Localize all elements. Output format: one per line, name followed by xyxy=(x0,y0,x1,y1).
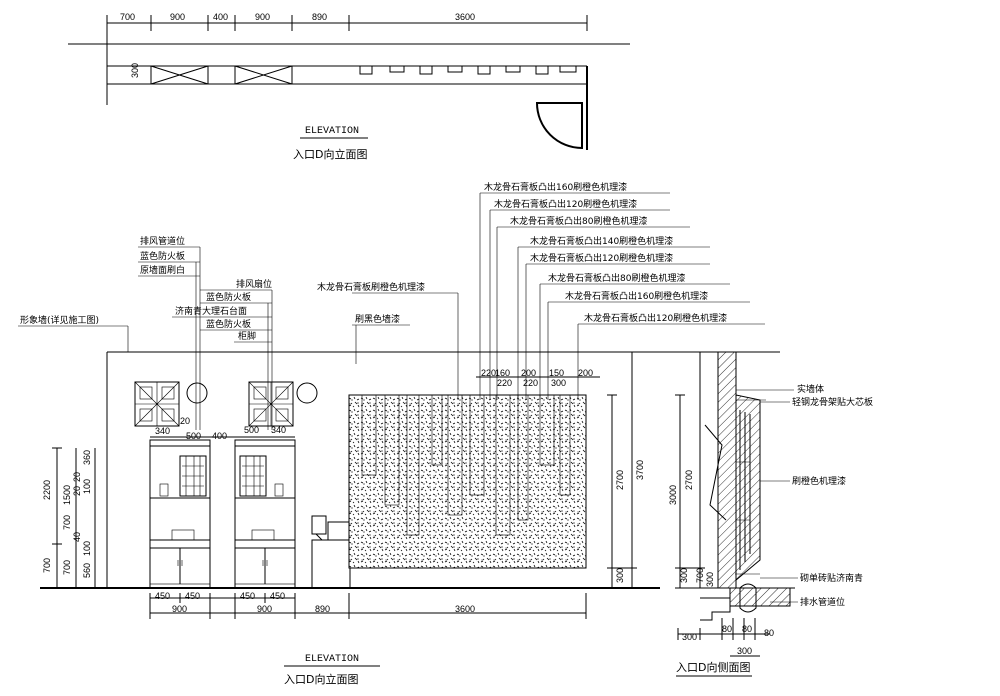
panel-dim-300: 300 xyxy=(551,378,566,388)
elev-title-cn: 入口D向立面图 xyxy=(284,672,358,686)
right-dim-3700: 3700 xyxy=(635,460,645,480)
left-dim-100b: 100 xyxy=(82,541,92,556)
right-callouts xyxy=(479,192,765,400)
side-label-brick: 砌单砖贴济南青 xyxy=(800,572,863,584)
cab-dim-340b: 340 xyxy=(271,425,286,435)
left-dim-560: 560 xyxy=(82,563,92,578)
bot-dim-3600: 3600 xyxy=(455,604,475,614)
bot-dim-900b: 900 xyxy=(257,604,272,614)
side-dim-700: 700 xyxy=(695,568,705,583)
cab-dim-500b: 500 xyxy=(244,425,259,435)
side-dim-300b: 300 xyxy=(705,572,715,587)
elevation-view: 2200 700 1500 700 700 360 20 20 40 100 1… xyxy=(18,181,765,686)
plan-dim-6: 3600 xyxy=(455,12,475,22)
callout-r7: 木龙骨石膏板凸出160刷橙色机理漆 xyxy=(565,290,708,302)
panel-dim-200a: 200 xyxy=(521,368,536,378)
bot-dim-450d: 450 xyxy=(270,591,285,601)
side-bot-80c: 80 xyxy=(764,628,774,638)
left-dim-100a: 100 xyxy=(82,479,92,494)
callout-blue-board-3: 蓝色防火板 xyxy=(206,318,251,330)
callout-r3: 木龙骨石膏板凸出80刷橙色机理漆 xyxy=(510,215,647,227)
right-dim-2700: 2700 xyxy=(615,470,625,490)
label-image-wall: 形象墙(详见施工图) xyxy=(20,314,99,326)
elev-title-en: ELEVATION xyxy=(305,654,359,665)
label-gypsum-orange: 木龙骨石膏板刷橙色机理漆 xyxy=(317,281,425,293)
plan-title-cn: 入口D向立面图 xyxy=(293,147,367,161)
panel-dim-220c: 220 xyxy=(523,378,538,388)
cabinet-right xyxy=(234,381,318,589)
callout-r4: 木龙骨石膏板凸出140刷橙色机理漆 xyxy=(530,235,673,247)
left-dim-360: 360 xyxy=(82,450,92,465)
feature-wall xyxy=(348,394,587,569)
cab-dim-400: 400 xyxy=(212,431,227,441)
panel-dim-150: 150 xyxy=(549,368,564,378)
reception-desk xyxy=(311,515,351,589)
callout-exhaust-fan: 排风扇位 xyxy=(236,278,272,290)
door-swing xyxy=(535,102,583,150)
side-label-steel-frame: 轻钢龙骨架贴大芯板 xyxy=(792,396,873,408)
side-title-cn: 入口D向侧面图 xyxy=(676,660,750,674)
left-dim-1500: 1500 xyxy=(62,485,72,505)
side-label-drain: 排水管道位 xyxy=(800,596,845,608)
cab-dim-20: 20 xyxy=(180,416,190,426)
cab-dim-500a: 500 xyxy=(186,431,201,441)
side-dim-2700: 2700 xyxy=(684,470,694,490)
plan-dim-4: 900 xyxy=(255,12,270,22)
bot-dim-450b: 450 xyxy=(185,591,200,601)
plan-view: 700 900 400 900 890 3600 300 ELEVATION 入… xyxy=(68,12,630,161)
plan-dim-ticks xyxy=(106,15,588,105)
left-dim-20b: 20 xyxy=(72,486,82,496)
side-label-orange: 刷橙色机理漆 xyxy=(792,475,846,487)
side-bot-80b: 80 xyxy=(742,624,752,634)
callout-cabinet-foot: 柜脚 xyxy=(238,330,256,342)
callout-r6: 木龙骨石膏板凸出80刷橙色机理漆 xyxy=(548,272,685,284)
bot-dim-450a: 450 xyxy=(155,591,170,601)
cab-dim-340a: 340 xyxy=(155,426,170,436)
plan-dim-1: 700 xyxy=(120,12,135,22)
panel-dim-220b: 220 xyxy=(497,378,512,388)
callout-r8: 木龙骨石膏板凸出120刷橙色机理漆 xyxy=(584,312,727,324)
panel-dim-200b: 200 xyxy=(578,368,593,378)
left-dim-2200: 2200 xyxy=(42,480,52,500)
side-label-wall: 实墙体 xyxy=(797,383,824,395)
bot-dim-890: 890 xyxy=(315,604,330,614)
callout-r1: 木龙骨石膏板凸出160刷橙色机理漆 xyxy=(484,181,627,193)
left-dim-700b: 700 xyxy=(62,515,72,530)
callout-exhaust-duct: 排风管道位 xyxy=(140,235,185,247)
callout-r5: 木龙骨石膏板凸出120刷橙色机理漆 xyxy=(530,252,673,264)
callout-blue-board-1: 蓝色防火板 xyxy=(140,250,185,262)
bot-dim-900a: 900 xyxy=(172,604,187,614)
side-bot-300a: 300 xyxy=(682,632,697,642)
side-bot-80a: 80 xyxy=(722,624,732,634)
side-section: 3000 2700 300 700 300 实墙体 轻钢龙骨架贴大芯板 刷橙色机… xyxy=(668,351,873,677)
right-dim-300: 300 xyxy=(615,568,625,583)
callout-white-wall: 原墙面刷白 xyxy=(140,264,185,276)
plan-dim-5: 890 xyxy=(312,12,327,22)
plan-title-en: ELEVATION xyxy=(305,126,359,137)
cabinet-left xyxy=(134,381,211,589)
callout-r2: 木龙骨石膏板凸出120刷橙色机理漆 xyxy=(494,198,637,210)
plan-side-dim: 300 xyxy=(130,63,140,78)
left-dim-40: 40 xyxy=(72,532,82,542)
label-black-paint: 刷黑色墙漆 xyxy=(355,313,400,325)
callout-marble-top: 济南青大理石台面 xyxy=(175,305,247,317)
side-dim-3000: 3000 xyxy=(668,485,678,505)
panel-dim-220a: 220 xyxy=(481,368,496,378)
panel-dim-160: 160 xyxy=(495,368,510,378)
left-dim-700: 700 xyxy=(42,558,52,573)
left-dim-700c: 700 xyxy=(62,560,72,575)
side-dim-300a: 300 xyxy=(679,568,689,583)
callout-blue-board-2: 蓝色防火板 xyxy=(206,291,251,303)
plan-dim-3: 400 xyxy=(213,12,228,22)
plan-panel-steps xyxy=(359,66,577,75)
bot-dim-450c: 450 xyxy=(240,591,255,601)
left-dim-20a: 20 xyxy=(72,472,82,482)
side-bot-300b: 300 xyxy=(737,646,752,656)
plan-dim-2: 900 xyxy=(170,12,185,22)
